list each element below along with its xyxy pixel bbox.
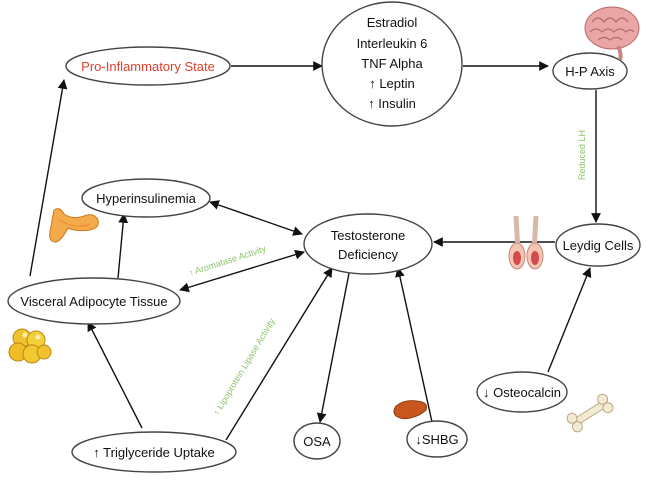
cytokine-estradiol: Estradiol [367, 15, 418, 30]
node-hyperinsulinemia: Hyperinsulinemia [81, 178, 211, 218]
bone-icon [566, 393, 614, 433]
edge-testosterone-to-osa [316, 267, 351, 423]
edge-visceral-testosterone [179, 249, 305, 293]
node-shbg: ↓SHBG [406, 420, 468, 458]
node-hyperinsulinemia-label: Hyperinsulinemia [96, 191, 196, 206]
edge-label-lipoprotein: ↑ Lipoprotein Lipase Activity [211, 316, 277, 417]
edge-label-reduced-lh: Reduced LH [577, 130, 587, 180]
node-pro-inflammatory-label: Pro-Inflammatory State [81, 59, 215, 74]
node-visceral-label: Visceral Adipocyte Tissue [20, 294, 167, 309]
edge-hyperinsulinemia-testosterone [209, 200, 303, 236]
node-osa-label: OSA [303, 434, 331, 449]
cytokine-leptin: ↑ Leptin [369, 76, 415, 91]
node-shbg-label: ↓SHBG [415, 432, 458, 447]
edge-visceral-to-hyperinsulinemia [117, 213, 129, 279]
edge-osteocalcin-to-leydig [547, 267, 592, 373]
edge-triglyceride-to-testosterone [225, 267, 333, 441]
node-osteocalcin: ↓ Osteocalcin [476, 371, 568, 413]
node-osa: OSA [293, 422, 341, 460]
node-hp-axis-label: H-P Axis [565, 64, 615, 79]
node-testosterone-deficiency: Testosterone Deficiency [303, 213, 433, 275]
testes-icon [508, 215, 544, 270]
edge-triglyceride-to-visceral [87, 321, 143, 429]
brain-icon [584, 6, 640, 61]
edge-shbg-to-testosterone [395, 267, 433, 423]
fat-cells-icon [8, 328, 52, 364]
node-testosterone-line1: Testosterone [331, 228, 405, 243]
node-visceral-adipocyte: Visceral Adipocyte Tissue [7, 277, 181, 325]
node-pro-inflammatory-state: Pro-Inflammatory State [65, 46, 231, 86]
node-cytokines: Estradiol Interleukin 6 TNF Alpha ↑ Lept… [321, 1, 463, 127]
node-triglyceride-label: ↑ Triglyceride Uptake [93, 445, 214, 460]
node-leydig-label: Leydig Cells [563, 238, 634, 253]
node-testosterone-line2: Deficiency [338, 247, 398, 262]
edges [29, 61, 601, 441]
node-hp-axis: H-P Axis [552, 52, 628, 90]
node-osteocalcin-label: ↓ Osteocalcin [483, 385, 561, 400]
node-triglyceride-uptake: ↑ Triglyceride Uptake [71, 431, 237, 473]
cytokine-insulin: ↑ Insulin [368, 96, 416, 111]
pancreas-icon [49, 208, 99, 243]
node-leydig-cells: Leydig Cells [555, 223, 641, 267]
cytokine-interleukin-6: Interleukin 6 [357, 36, 428, 51]
liver-icon [393, 400, 427, 420]
edge-visceral-to-proinflammatory [29, 79, 68, 277]
cytokine-tnf-alpha: TNF Alpha [361, 56, 423, 71]
edge-label-aromatase: ↑ Aromatase Activity [188, 243, 268, 278]
